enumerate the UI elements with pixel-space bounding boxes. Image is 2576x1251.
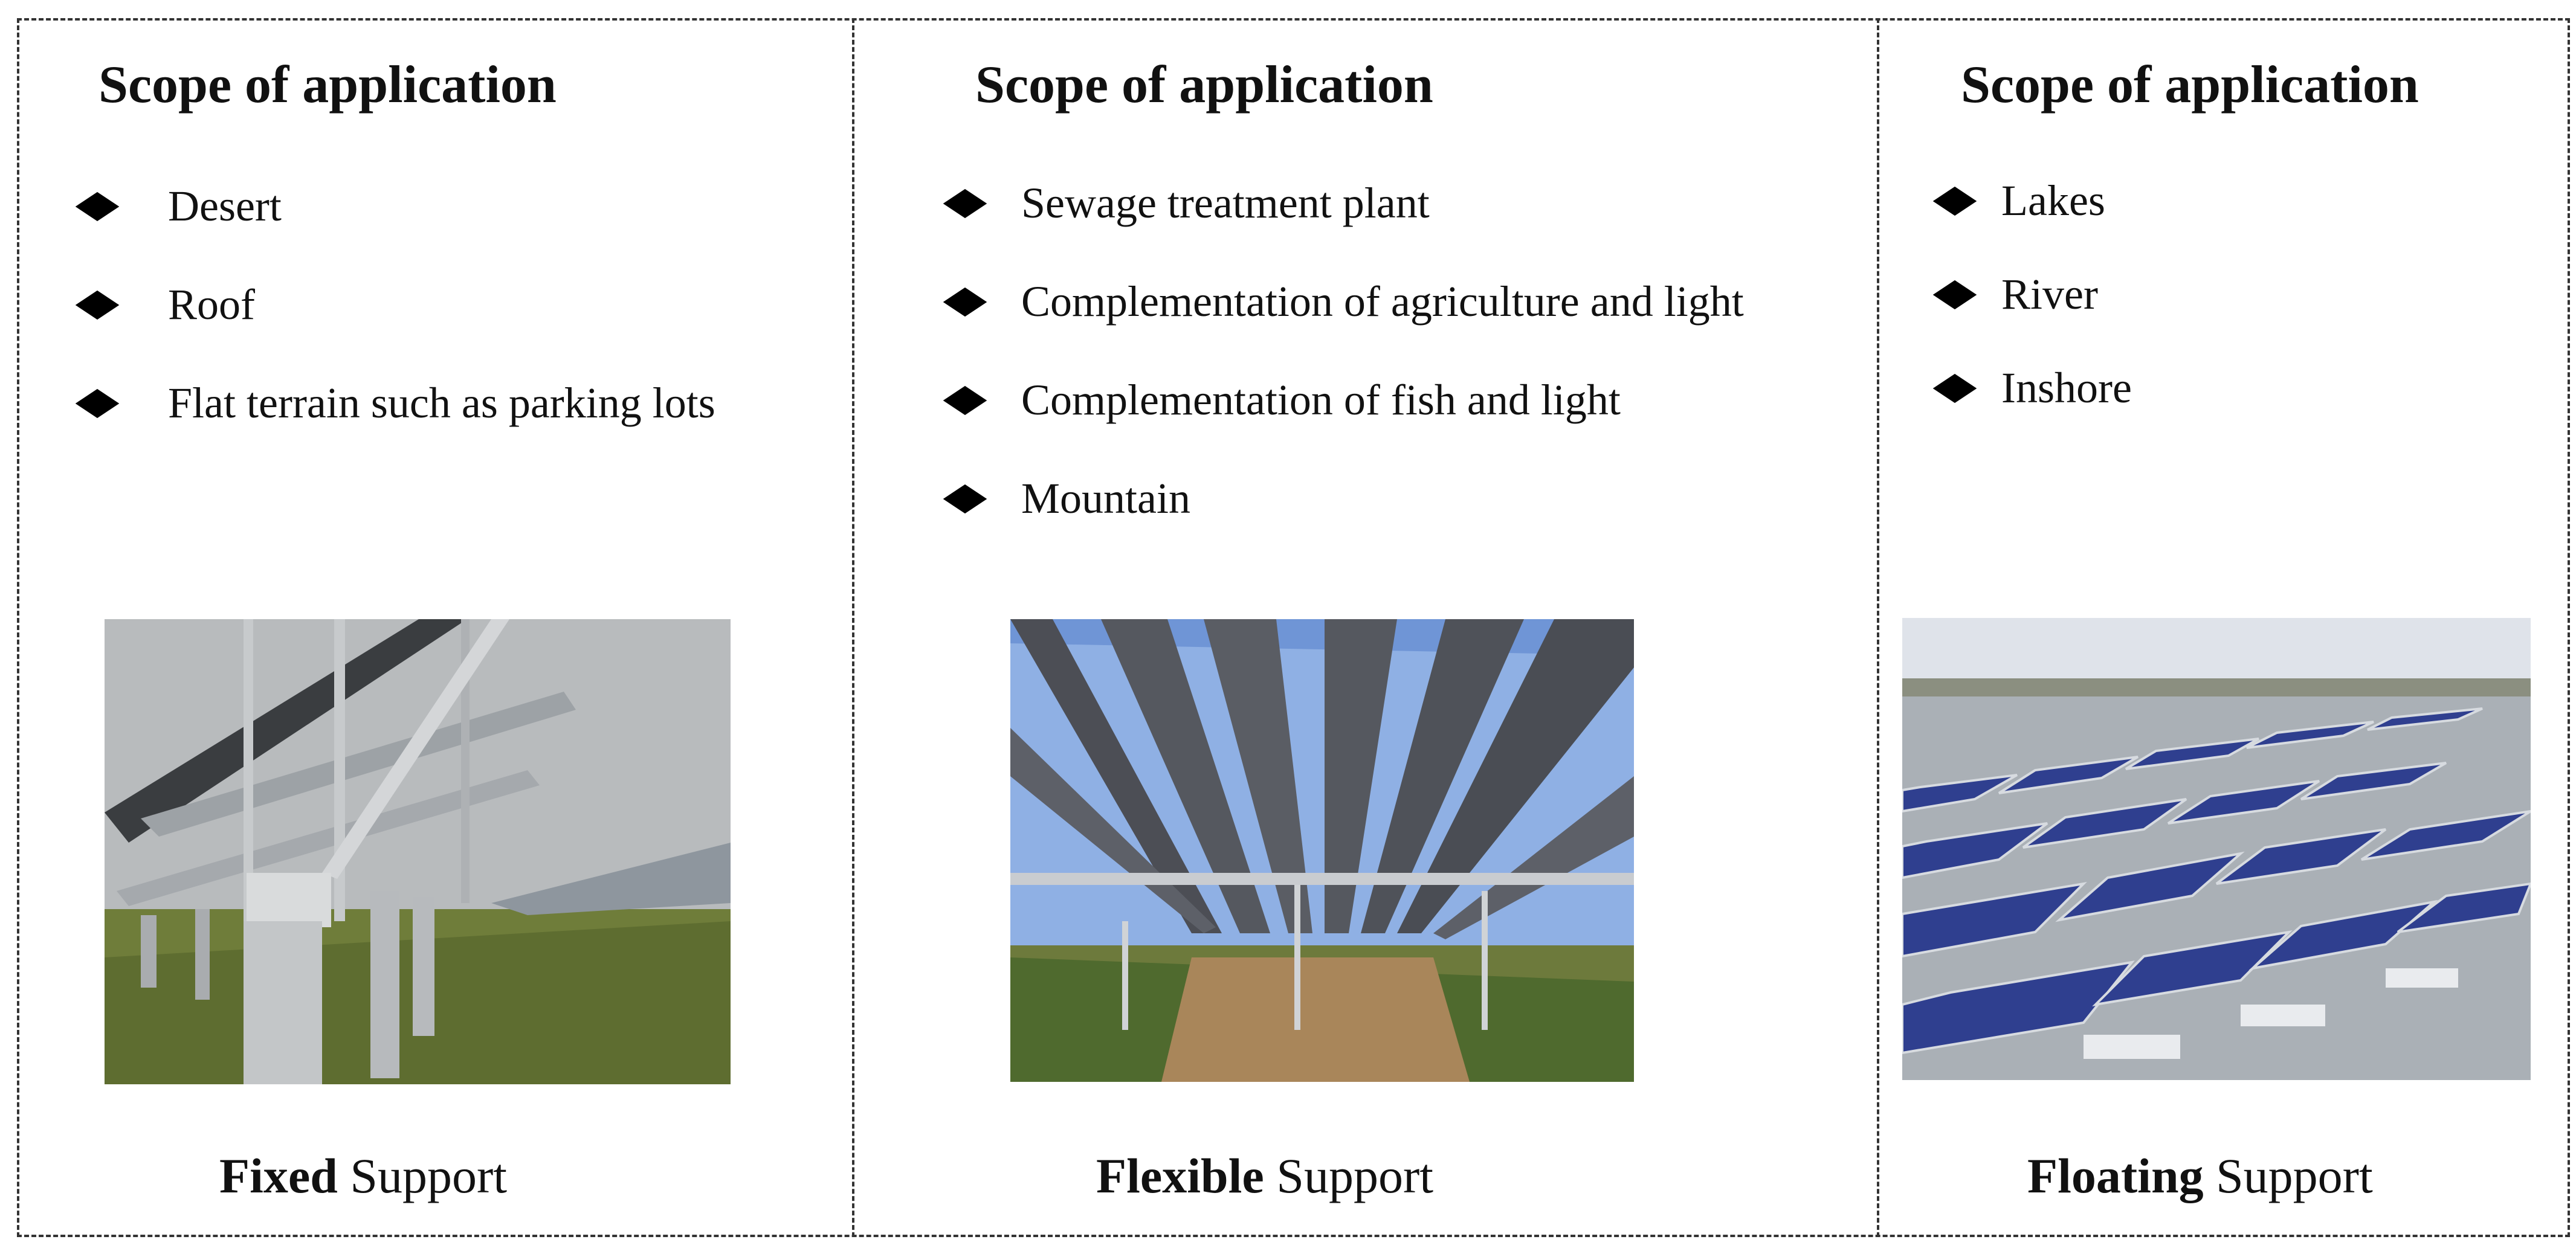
panel-caption: Fixed Support (219, 1148, 508, 1203)
panel-divider-2 (1877, 18, 1879, 1237)
diamond-bullet-icon (77, 384, 117, 423)
diamond-bullet-icon (77, 187, 117, 227)
flexible-support-panel: Scope of application Sewage treatment pl… (854, 18, 1877, 1237)
diamond-bullet-icon (1935, 181, 1975, 221)
list-item: Flat terrain such as parking lots (77, 354, 715, 452)
fixed-support-panel: Scope of application Desert Roof Flat te… (17, 18, 852, 1237)
list-item: Lakes (1935, 154, 2132, 248)
application-list: Desert Roof Flat terrain such as parking… (77, 157, 715, 452)
figure-frame (17, 18, 2570, 1237)
fixed-support-photo (105, 619, 731, 1084)
floating-support-panel: Scope of application Lakes River Inshore (1879, 18, 2570, 1237)
diamond-bullet-icon (77, 285, 117, 325)
floating-support-photo (1902, 618, 2531, 1080)
list-item: River (1935, 248, 2132, 341)
diamond-bullet-icon (945, 479, 985, 519)
diamond-bullet-icon (1935, 275, 1975, 315)
diamond-bullet-icon (945, 184, 985, 224)
diamond-bullet-icon (1935, 368, 1975, 408)
application-list: Lakes River Inshore (1935, 154, 2132, 435)
list-item: Complementation of fish and light (945, 351, 1744, 449)
list-item: Inshore (1935, 341, 2132, 435)
panel-divider-1 (852, 18, 854, 1237)
diamond-bullet-icon (945, 381, 985, 420)
panel-heading: Scope of application (98, 56, 557, 114)
panel-caption: Flexible Support (1096, 1148, 1434, 1203)
list-item: Mountain (945, 449, 1744, 548)
list-item: Desert (77, 157, 715, 256)
list-item: Complementation of agriculture and light (945, 252, 1744, 351)
flexible-support-photo (1010, 619, 1634, 1082)
list-item: Sewage treatment plant (945, 154, 1744, 252)
panel-caption: Floating Support (2027, 1148, 2373, 1203)
application-list: Sewage treatment plant Complementation o… (945, 154, 1744, 548)
panel-heading: Scope of application (975, 56, 1433, 114)
list-item: Roof (77, 256, 715, 354)
panel-heading: Scope of application (1961, 56, 2419, 114)
diamond-bullet-icon (945, 282, 985, 322)
